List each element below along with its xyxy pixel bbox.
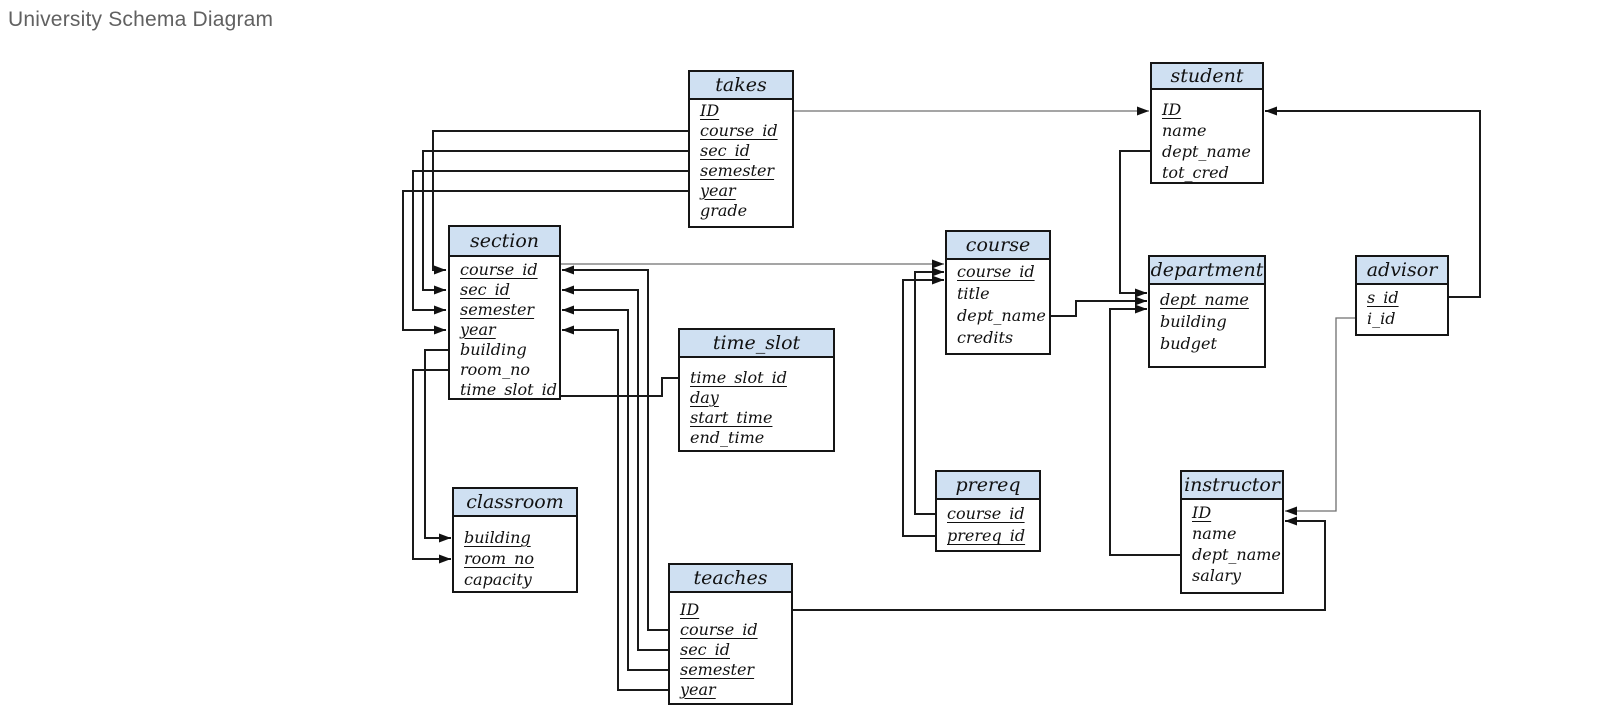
attr-time_slot-time_slot_id: time_slot_id [690,368,787,387]
attr-teaches-sec_id: sec_id [680,640,730,659]
connection-teaches-sec-id-to-section-sec-id [562,285,668,651]
attr-takes-sec_id: sec_id [700,141,750,160]
table-department-attrs: dept_name building budget [1150,285,1264,355]
connection-teaches-course-id-to-section-course-id [562,265,668,631]
connection-prereq-prereq-id-to-course-course-id [902,275,944,537]
connection-section-building-to-classroom-building [424,349,451,543]
table-takes-header: takes [690,72,792,100]
attr-section-course_id: course_id [460,260,538,279]
attr-section-building: building [460,340,527,359]
connection-takes-sec-id-to-section-sec-id [422,150,688,295]
attr-advisor-s_id: s_id [1367,288,1399,307]
table-section-header: section [450,227,559,257]
connection-course-dept-name-to-department-dept-name [1051,296,1147,317]
table-instructor-header: instructor [1182,472,1282,500]
attr-student-tot_cred: tot_cred [1162,163,1229,182]
attr-teaches-course_id: course_id [680,620,758,639]
table-department-header: department [1150,257,1264,285]
table-advisor: advisor s_id i_id [1355,255,1449,336]
attr-takes-year: year [700,181,736,200]
attr-student-dept_name: dept_name [1162,142,1251,161]
attr-takes-grade: grade [700,201,748,220]
page-title: University Schema Diagram [8,8,274,31]
attr-instructor-name: name [1192,524,1237,543]
attr-instructor-salary: salary [1192,566,1242,585]
attr-section-semester: semester [460,300,535,319]
attr-classroom-room_no: room_no [464,549,535,568]
table-time_slot-header: time_slot [680,330,833,358]
attr-takes-ID: ID [700,101,720,120]
table-prereq-attrs: course_id prereq_id [937,500,1039,547]
attr-student-name: name [1162,121,1207,140]
connection-advisor-s-id-to-student-id [1265,106,1481,298]
table-prereq-header: prereq [937,472,1039,500]
table-teaches-header: teaches [670,565,791,593]
attr-teaches-ID: ID [680,600,700,619]
attr-classroom-building: building [464,528,531,547]
attr-course-credits: credits [957,328,1014,347]
connection-section-room-no-to-classroom-room-no [412,369,451,564]
table-student-header: student [1152,64,1262,90]
attr-section-sec_id: sec_id [460,280,510,299]
table-prereq: prereq course_id prereq_id [935,470,1041,552]
attr-department-budget: budget [1160,334,1217,353]
attr-teaches-semester: semester [680,660,755,679]
connection-takes-course-id-to-section-course-id [432,130,688,275]
attr-course-course_id: course_id [957,262,1035,281]
connection-takes-year-to-section-year [402,190,688,335]
connection-takes-semester-to-section-semester [412,170,688,315]
connection-advisor-i-id-to-instructor-id [1285,317,1355,516]
table-advisor-attrs: s_id i_id [1357,285,1447,329]
table-classroom-header: classroom [454,489,576,517]
attr-prereq-prereq_id: prereq_id [947,526,1026,545]
table-student-attrs: ID name dept_name tot_cred [1152,90,1262,183]
table-classroom-attrs: building room_no capacity [454,517,576,590]
attr-prereq-course_id: course_id [947,504,1025,523]
attr-instructor-ID: ID [1192,503,1212,522]
table-course-header: course [947,232,1049,260]
attr-section-time_slot_id: time_slot_id [460,380,557,399]
connection-instructor-dept-name-to-department-dept-name [1109,304,1180,556]
attr-time_slot-end_time: end_time [690,428,765,447]
attr-course-dept_name: dept_name [957,306,1046,325]
attr-section-room_no: room_no [460,360,531,379]
table-classroom: classroom building room_no capacity [452,487,578,593]
attr-takes-course_id: course_id [700,121,778,140]
attr-takes-semester: semester [700,161,775,180]
attr-time_slot-start_time: start_time [690,408,773,427]
attr-student-ID: ID [1162,100,1182,119]
table-department: department dept_name building budget [1148,255,1266,368]
connection-teaches-year-to-section-year [562,325,668,691]
attr-department-building: building [1160,312,1227,331]
attr-time_slot-day: day [690,388,719,407]
connection-prereq-course-id-to-course-course-id [914,267,944,515]
attr-instructor-dept_name: dept_name [1192,545,1281,564]
connection-section-time-slot-id-to-time-slot-time-slot-id [561,377,678,397]
attr-department-dept_name: dept_name [1160,290,1249,309]
connection-teaches-id-to-instructor-id [793,516,1326,611]
connection-teaches-semester-to-section-semester [562,305,668,671]
attr-course-title: title [957,284,990,303]
attr-classroom-capacity: capacity [464,570,532,589]
connection-student-dept-name-to-department-dept-name [1119,150,1150,298]
attr-advisor-i_id: i_id [1367,309,1396,328]
attr-teaches-year: year [680,680,716,699]
attr-section-year: year [460,320,496,339]
table-advisor-header: advisor [1357,257,1447,285]
